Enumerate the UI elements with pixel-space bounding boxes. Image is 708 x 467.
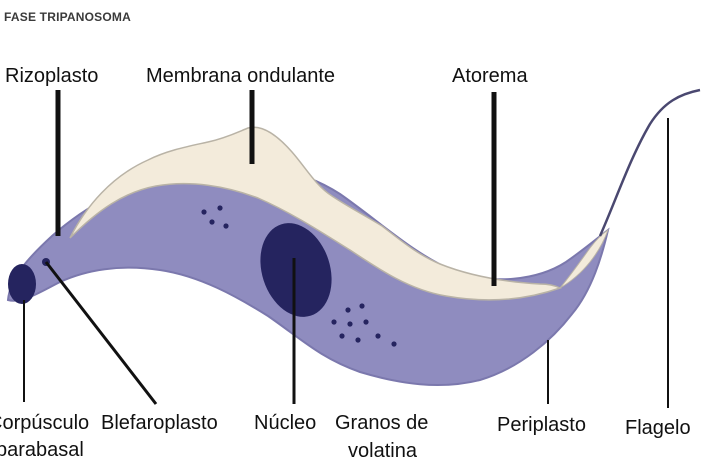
- label-granos-line1: Granos de: [335, 412, 428, 434]
- blefaroplasto-leader: [46, 262, 156, 404]
- flagellum: [600, 90, 700, 236]
- label-blefaroplasto: Blefaroplasto: [101, 412, 218, 434]
- parabasal-body: [8, 264, 36, 304]
- trypanosome-illustration: [8, 90, 700, 385]
- label-atorema: Atorema: [452, 65, 528, 87]
- diagram-title: FASE TRIPANOSOMA: [4, 10, 131, 24]
- label-nucleo: Núcleo: [254, 412, 316, 434]
- label-corpusculo-line2: parabasal: [0, 439, 84, 461]
- label-periplasto: Periplasto: [497, 414, 586, 436]
- label-rizoplasto: Rizoplasto: [5, 65, 98, 87]
- label-corpusculo-line1: Corpúsculo: [0, 412, 89, 434]
- label-granos-line2: volatina: [348, 440, 418, 462]
- label-flagelo: Flagelo: [625, 417, 691, 439]
- label-membrana-ondulante: Membrana ondulante: [146, 65, 335, 87]
